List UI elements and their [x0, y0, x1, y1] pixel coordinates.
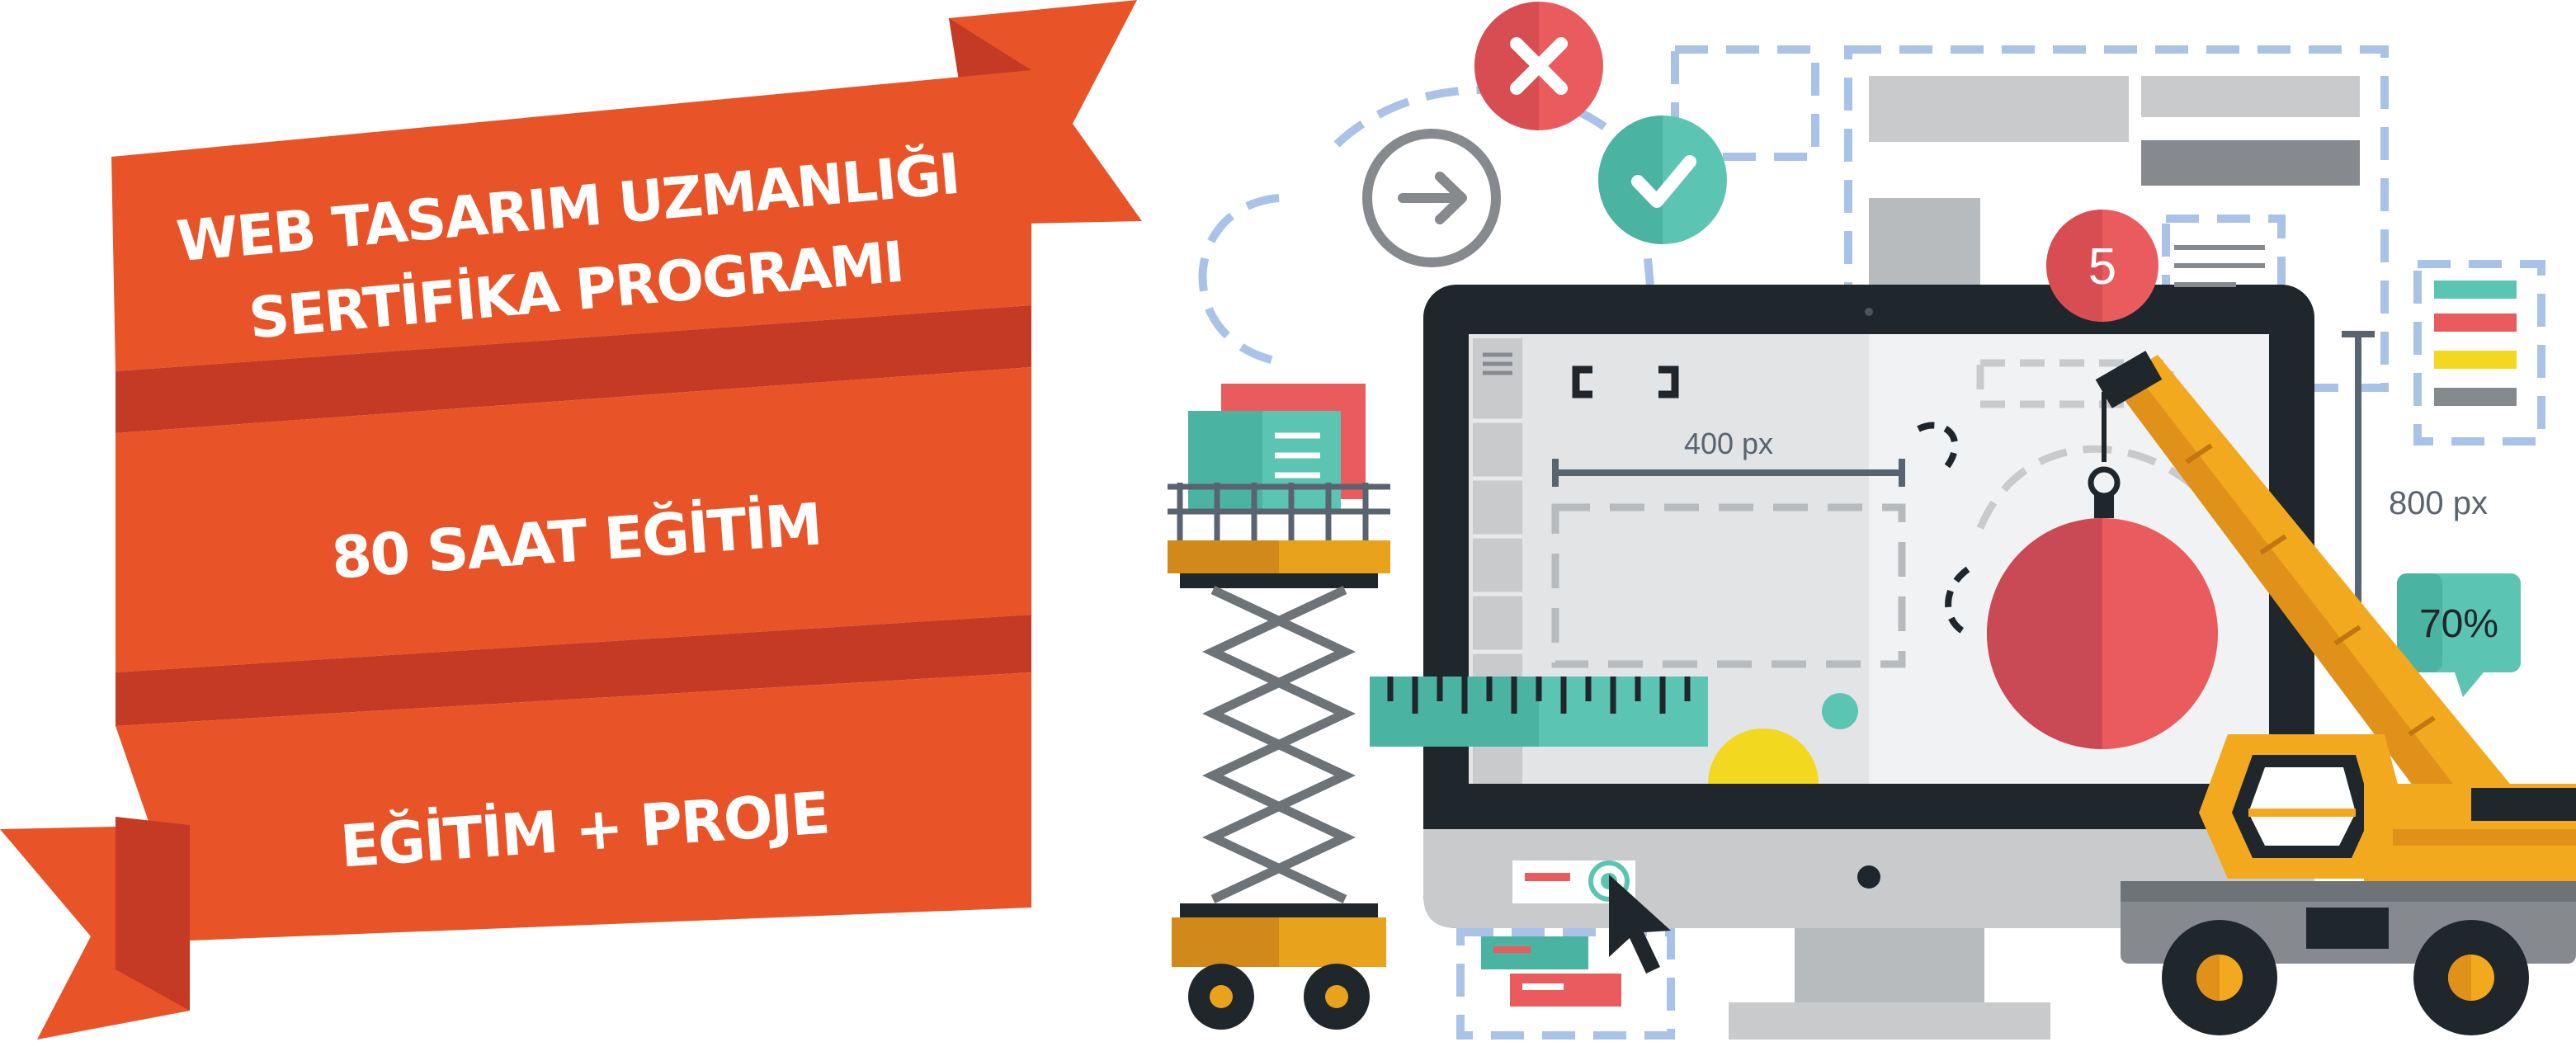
- motion-arc-gray: [1976, 445, 2206, 530]
- width-label: 400 px: [1684, 427, 1773, 460]
- height-dimension: 800 px: [2342, 331, 2488, 656]
- motion-arc-left: [1945, 566, 1974, 639]
- swatch-yellow: [2434, 351, 2517, 369]
- content-placeholder: [1551, 503, 1906, 668]
- badge-text-lines: [2174, 245, 2265, 287]
- dashed-arc-left: [1198, 194, 1288, 367]
- progress-label: 70%: [2419, 602, 2498, 646]
- ribbon-band-middle: [116, 367, 1031, 672]
- check-icon: [1598, 116, 1727, 244]
- layout-block-right-bar: [2141, 140, 2360, 186]
- dashed-box-swatches: [2413, 260, 2545, 446]
- ribbon-banner: WEB TASARIM UZMANLIĞI SERTİFİKA PROGRAMI…: [0, 0, 1142, 1040]
- ribbon-fold-bottom: [116, 817, 190, 1011]
- lift-wheels: [1188, 964, 1370, 1030]
- ribbon-fold-2: [116, 615, 1031, 726]
- dashed-box-cursor: [1456, 928, 1675, 1040]
- screen-left-shade: [1469, 334, 1869, 784]
- yellow-half-circle: [1708, 728, 1819, 784]
- close-icon: [1474, 2, 1603, 130]
- motion-arc-top: [1917, 422, 1959, 469]
- scissor-lift: [1168, 384, 1390, 1030]
- height-label: 800 px: [2389, 485, 2488, 521]
- teal-dot: [1822, 693, 1858, 729]
- progress-bubble: 70%: [2397, 573, 2521, 697]
- notification-badge: 5: [2046, 210, 2265, 322]
- width-dimension: 400 px: [1552, 427, 1905, 487]
- ribbon-fold-1: [116, 305, 1031, 433]
- ruler: [1370, 677, 1708, 747]
- lift-scissor-arms: [1202, 586, 1356, 903]
- dashed-box-small: [1671, 45, 1819, 161]
- wrecking-ball: [1987, 518, 2218, 749]
- swatch-teal: [2434, 281, 2517, 299]
- crane-boom: [2112, 355, 2517, 825]
- crane-boom-tip: [2095, 351, 2163, 408]
- monitor-camera: [1865, 308, 1873, 316]
- lift-box-lines: [1275, 432, 1320, 479]
- cursor-icon: [1609, 875, 1671, 974]
- crane: [1987, 351, 2576, 1035]
- screen-sidebar-rows: [1473, 418, 1522, 654]
- badge-number: 5: [2088, 238, 2116, 295]
- color-swatches: [2434, 281, 2517, 406]
- swatch-gray: [2434, 388, 2517, 406]
- swatch-red: [2434, 314, 2517, 332]
- ruler-ticks: [1387, 677, 1691, 714]
- arrow-right-icon: [1362, 129, 1501, 267]
- crane-boom-ribs: [2185, 443, 2436, 737]
- focus-brackets: [1572, 365, 1679, 398]
- layout-block-right-top: [2141, 76, 2360, 117]
- lift-railing: [1168, 483, 1390, 545]
- ribbon-band-bottom: [116, 672, 1031, 941]
- layout-block-header: [1869, 76, 2129, 142]
- ribbon-band-top: [111, 70, 1031, 371]
- monitor-button: [1857, 865, 1880, 889]
- web-design-illustration: 400 px 800 px 5: [1168, 2, 2576, 1040]
- monitor-stand: [1729, 924, 2050, 1040]
- crane-wheels: [2162, 920, 2529, 1035]
- hamburger-menu-icon: [1483, 352, 1512, 375]
